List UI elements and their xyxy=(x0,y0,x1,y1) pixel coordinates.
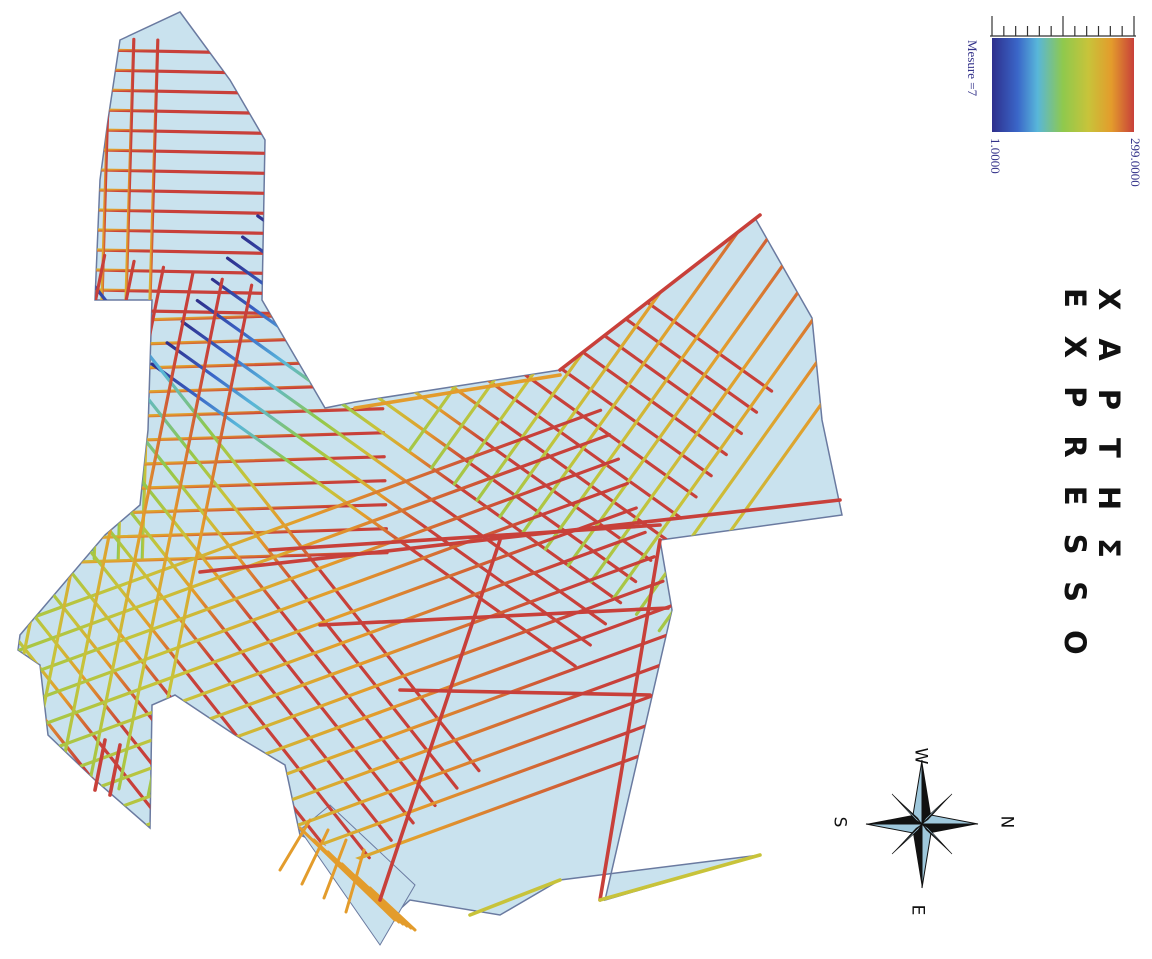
main-avenue xyxy=(598,853,762,902)
compass-rose xyxy=(865,759,979,889)
street xyxy=(18,408,603,632)
street xyxy=(33,506,638,730)
main-avenue xyxy=(353,373,562,410)
main-avenue xyxy=(468,878,562,917)
main-avenue xyxy=(108,743,122,797)
street xyxy=(278,818,312,872)
street xyxy=(18,527,388,545)
street xyxy=(300,828,330,886)
street xyxy=(346,87,774,393)
main-avenue xyxy=(398,688,652,697)
legend xyxy=(990,16,1136,132)
main-avenue xyxy=(558,213,762,372)
street xyxy=(368,886,417,932)
compass-north-label: N xyxy=(996,815,1017,829)
street xyxy=(18,241,48,755)
legend-color-bar xyxy=(992,38,1134,132)
compass-west-label: W xyxy=(910,747,931,765)
legend-scale-ticks xyxy=(990,16,1136,37)
street xyxy=(20,34,40,558)
street xyxy=(18,433,612,656)
street xyxy=(0,36,14,556)
street xyxy=(344,848,366,914)
street-network-annex xyxy=(278,818,417,932)
main-avenue xyxy=(268,523,662,552)
street xyxy=(589,157,842,584)
street xyxy=(68,36,88,560)
main-avenue xyxy=(198,498,842,574)
street xyxy=(44,35,64,559)
main-avenues xyxy=(93,213,842,917)
street xyxy=(18,235,19,749)
main-avenue xyxy=(93,738,107,792)
legend-measure-label: Mesure =7 xyxy=(965,40,980,97)
street xyxy=(18,258,34,742)
street xyxy=(140,38,160,562)
compass-south-label: S xyxy=(829,816,850,828)
street xyxy=(322,838,348,900)
street xyxy=(117,277,224,791)
street xyxy=(42,530,647,754)
legend-max-label: 299.0000 xyxy=(1128,138,1143,187)
main-avenue xyxy=(318,606,670,627)
compass-east-label: E xyxy=(907,904,928,916)
street xyxy=(18,479,387,497)
legend-min-label: 1.0000 xyxy=(988,138,1003,174)
street xyxy=(24,481,629,705)
street xyxy=(165,341,592,647)
street xyxy=(612,173,842,600)
street xyxy=(87,271,195,785)
main-avenue xyxy=(598,538,662,902)
main-avenue xyxy=(378,538,502,902)
map-title: ΧΑΡΤΗΣ EXPRESSO xyxy=(1058,288,1126,683)
street xyxy=(0,259,12,738)
street xyxy=(331,108,759,414)
